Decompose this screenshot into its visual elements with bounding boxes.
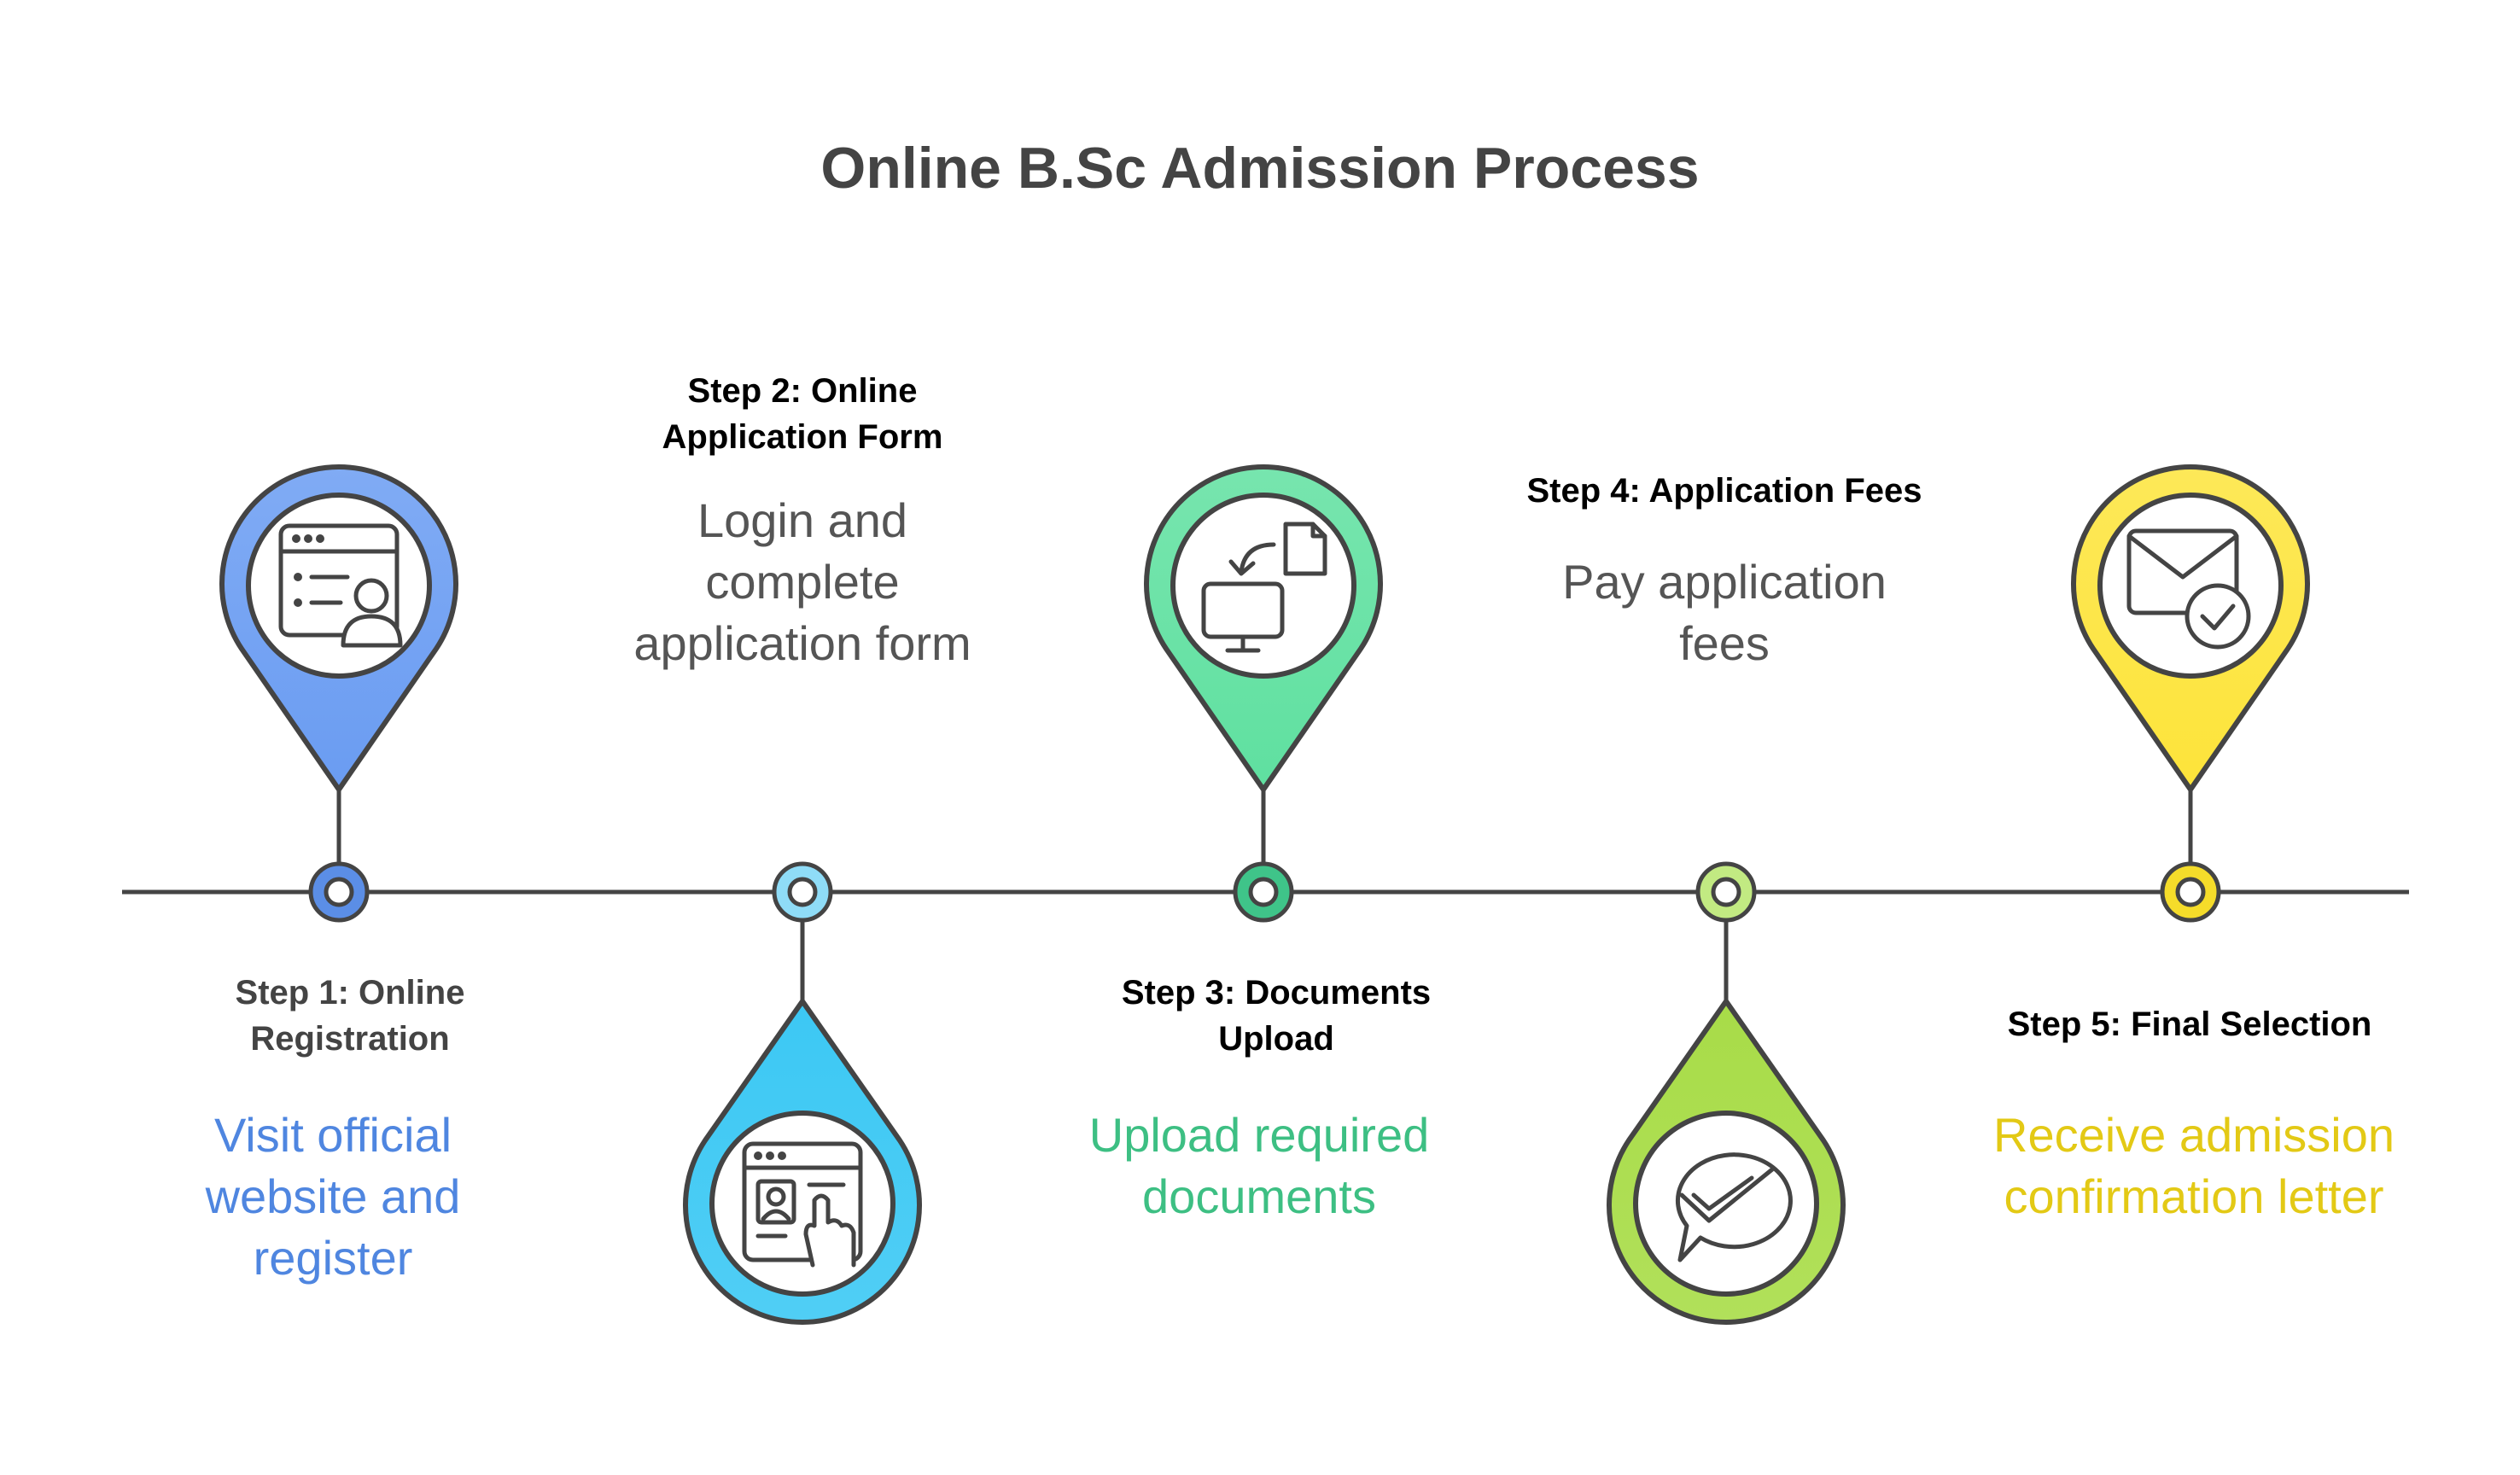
step-5-description: Receive admission confirmation letter [1993,1108,2395,1223]
step-1-heading: Step 1: Online Registration [235,974,465,1058]
step-5-heading: Step 5: Final Selection [2007,1006,2372,1043]
step-4-heading: Step 4: Application Fees [1526,472,1922,510]
step-2-description: Login and complete application form [633,493,971,670]
step-5-marker [2071,464,2310,923]
step-1-icon-disc [246,493,432,679]
step-4-description: Pay application fees [1562,555,1887,670]
mail-checkmark-icon [2126,528,2251,650]
step-4-marker [1607,861,1846,1325]
document-transfer-icon [1201,522,1327,653]
chat-checkmark-icon [1675,1152,1793,1262]
user-profile-window-icon [278,523,403,648]
step-1-marker [219,464,458,923]
step-3-marker [1144,464,1383,923]
form-touch-icon [742,1141,863,1268]
step-3-description: Upload required documents [1088,1108,1430,1223]
step-2-icon-disc [709,1111,895,1297]
step-1-description: Visit official website and register [205,1108,461,1285]
step-2-heading: Step 2: Online Application Form [662,372,943,456]
step-2-marker [683,861,922,1325]
step-3-heading: Step 3: Documents Upload [1121,974,1432,1058]
page-title: Online B.Sc Admission Process [820,136,1700,201]
